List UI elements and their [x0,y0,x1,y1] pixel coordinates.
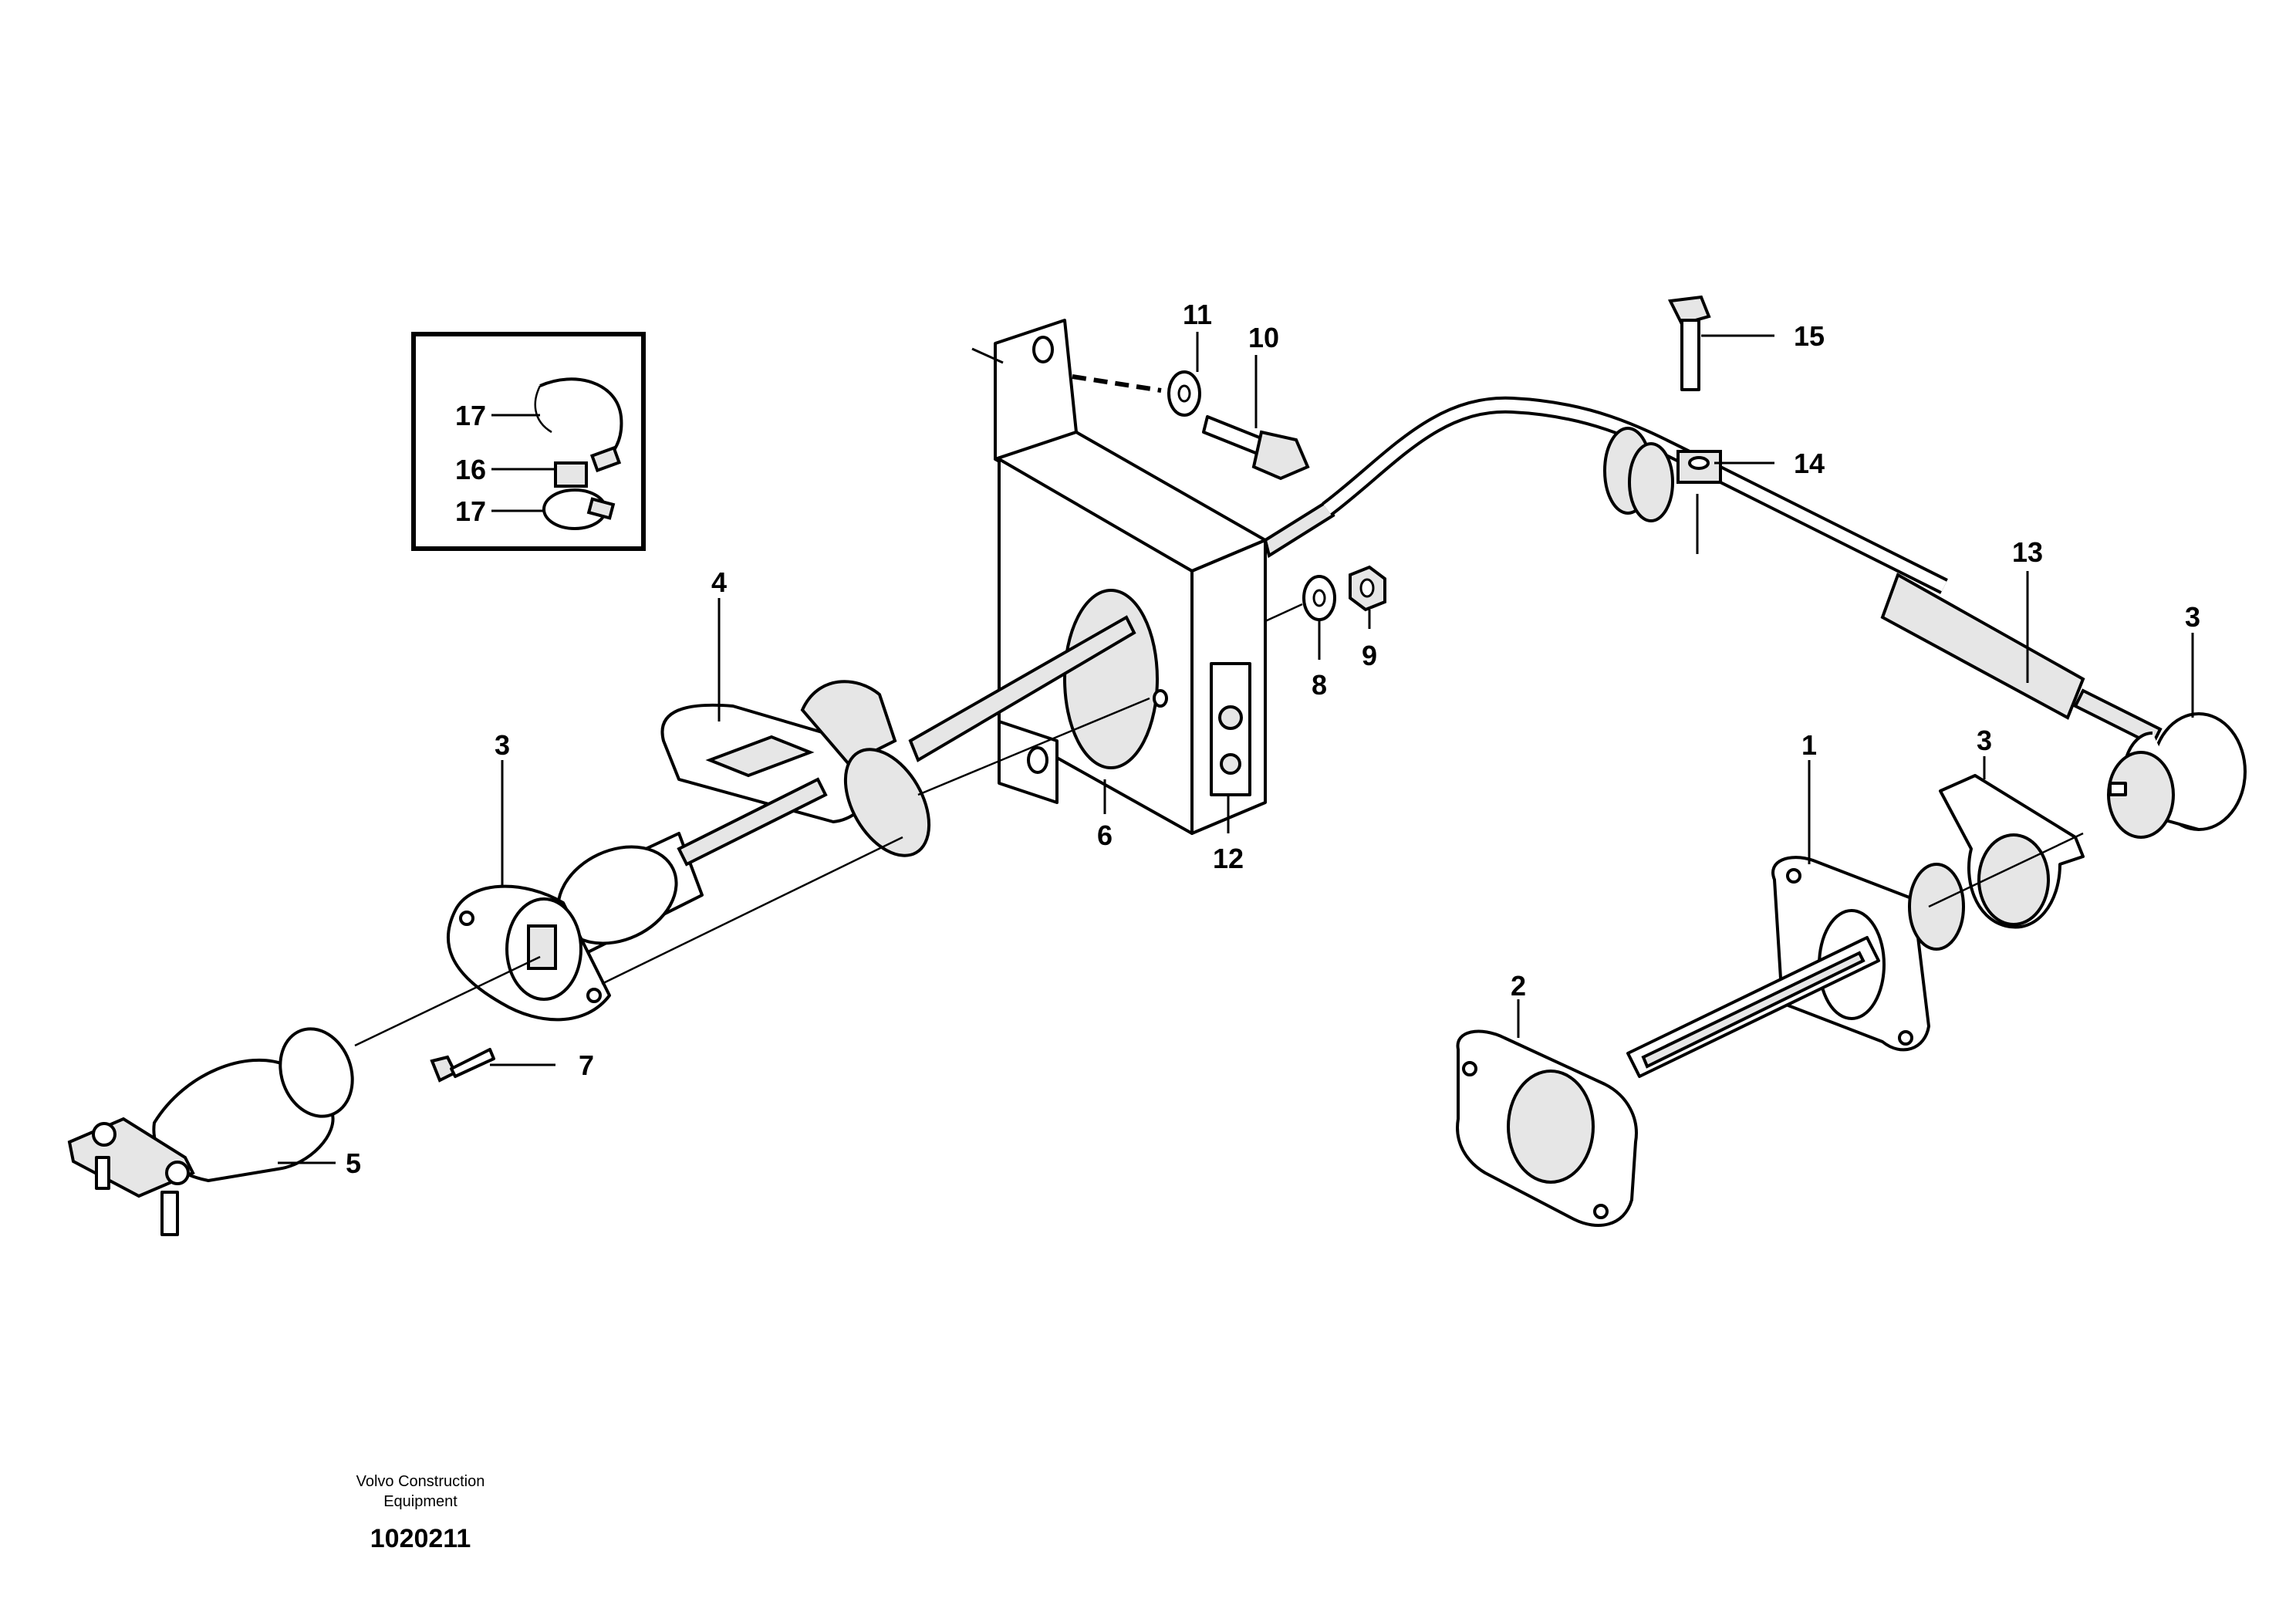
bolt-7 [430,1048,495,1083]
washer-11 [1072,370,1201,417]
callout-7: 7 [579,1049,594,1081]
cable-clip [1676,450,1722,554]
callout-5: 5 [346,1147,361,1179]
inset-box [411,332,646,551]
bolt-10 [1202,415,1310,481]
callout-10: 10 [1248,322,1279,353]
guide-plate-1 [1626,856,1965,1078]
control-cable [1322,396,2163,747]
company-name-line2: Equipment [383,1493,458,1510]
callout-9: 9 [1362,640,1377,671]
hose-clamp-small [542,488,616,530]
callout-12: 12 [1213,843,1244,874]
callout-2: 2 [1511,970,1526,1002]
hose-clamp-large [534,377,623,473]
callout-1: 1 [1801,729,1817,761]
threaded-rod [908,499,1335,762]
callout-16: 16 [455,454,486,485]
callout-17-top: 17 [455,400,486,431]
document-number: 1020211 [370,1524,471,1553]
callout-11: 11 [1183,299,1212,330]
callout-17-bottom: 17 [455,495,486,527]
callout-15: 15 [1794,320,1825,352]
bolt-15 [1667,295,1711,391]
decal-label [1210,662,1251,796]
cable-end-housing [2107,712,2247,839]
cable-grommet [1603,427,1674,522]
cable-housing-left [446,832,704,1022]
callout-3-left: 3 [495,729,510,761]
callout-14: 14 [1794,448,1825,479]
callout-8: 8 [1312,669,1327,701]
connector-5 [67,1027,354,1236]
callout-4: 4 [711,566,727,598]
gasket-2 [1456,1029,1638,1227]
company-name-line1: Volvo Construction [356,1473,485,1490]
callout-6: 6 [1097,819,1113,851]
callout-3-middle: 3 [1977,725,1992,756]
nut-9 [1349,565,1386,612]
cable-bellows [1880,573,2085,720]
washer-8 [1302,575,1336,621]
clamp-lock [554,461,588,488]
callout-3-right: 3 [2185,601,2200,633]
callout-13: 13 [2012,536,2043,568]
